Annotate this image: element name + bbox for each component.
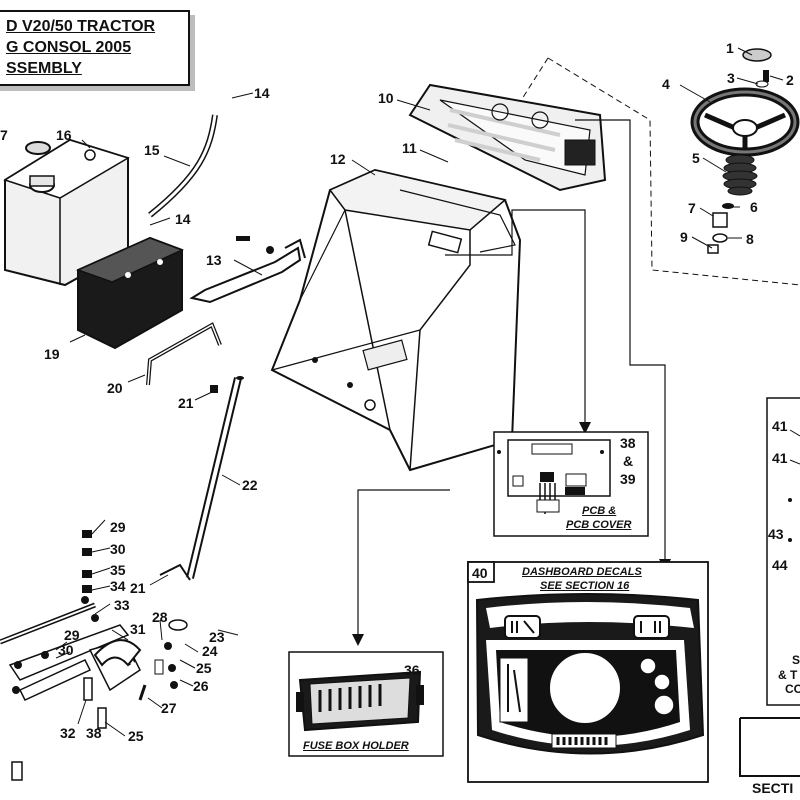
callout-11: 11 <box>402 140 417 156</box>
steering-column-part <box>186 376 244 579</box>
callout-26: 26 <box>193 678 209 694</box>
callout-22: 22 <box>242 477 258 493</box>
callout-25-right: 25 <box>196 660 212 676</box>
callout-24: 24 <box>202 643 218 659</box>
callout-41-lower: 41 <box>772 450 788 466</box>
callout-28: 28 <box>152 609 168 625</box>
callout-20: 20 <box>107 380 123 396</box>
battery-part <box>75 236 184 350</box>
pcb-caption-line-2: PCB COVER <box>566 519 632 531</box>
callout-14-top: 14 <box>254 85 270 101</box>
steering-bushing-part <box>712 212 728 228</box>
callout-23: 23 <box>209 629 225 645</box>
diagram-title-box: D V20/50 TRACTOR G CONSOL 2005 SSEMBLY <box>0 10 190 86</box>
callout-25-bottom: 25 <box>128 728 144 744</box>
right-fragment-a: S <box>792 653 800 667</box>
callout-1: 1 <box>726 40 734 56</box>
steering-washer-part <box>755 80 769 88</box>
callout-35: 35 <box>110 562 126 578</box>
callout-30-top: 30 <box>110 541 126 557</box>
decals-box-number: 40 <box>472 565 488 581</box>
callout-6: 6 <box>750 199 758 215</box>
decals-caption-line-1: DASHBOARD DECALS <box>522 566 642 578</box>
title-line-2: G CONSOL 2005 <box>6 39 132 56</box>
right-partial-detail-box <box>739 397 800 777</box>
callout-4: 4 <box>662 76 670 92</box>
steering-linkage-part <box>0 385 218 781</box>
callout-32: 32 <box>60 725 76 741</box>
steering-washer-lower-part <box>712 233 728 243</box>
steering-cap-part <box>742 48 772 62</box>
steering-wheel-part <box>690 87 800 157</box>
callout-21-upper: 21 <box>178 395 194 411</box>
pcb-number-38: 38 <box>620 435 636 451</box>
right-fragment-c: CO <box>785 682 800 696</box>
callout-10: 10 <box>378 90 394 106</box>
pcb-caption-line-1: PCB & <box>582 505 617 517</box>
callout-3: 3 <box>727 70 735 86</box>
callout-31: 31 <box>130 621 146 637</box>
pcb-ampersand: & <box>623 453 634 469</box>
steering-gear-sector-part <box>93 639 142 667</box>
callout-15: 15 <box>144 142 160 158</box>
right-fragment-b: & T <box>778 668 798 682</box>
callout-14-lower: 14 <box>175 211 191 227</box>
leader-lines <box>55 47 800 737</box>
callout-29-top: 29 <box>110 519 126 535</box>
callout-9: 9 <box>680 229 688 245</box>
fuse-box-detail-box <box>288 651 444 757</box>
title-line-1: D V20/50 TRACTOR <box>6 18 156 35</box>
callout-8: 8 <box>746 231 754 247</box>
callout-21-lower: 21 <box>130 580 146 596</box>
fuse-box-caption: FUSE BOX HOLDER <box>303 740 409 752</box>
steering-boot-part <box>722 154 758 196</box>
console-housing-part <box>270 168 522 472</box>
steering-bolt-part <box>763 70 769 82</box>
section-label-fragment: SECTI <box>752 780 794 796</box>
dashboard-cover-part <box>408 83 607 192</box>
fuel-tank-part <box>3 138 130 287</box>
callout-17: 7 <box>0 127 8 143</box>
callout-19: 19 <box>44 346 60 362</box>
callout-36: 36 <box>404 662 420 678</box>
dashboard-decals-detail-box <box>467 561 709 783</box>
callout-arrows <box>352 119 671 646</box>
callout-27: 27 <box>161 700 177 716</box>
callout-16: 16 <box>56 127 72 143</box>
callout-2: 2 <box>786 72 794 88</box>
callout-33: 33 <box>114 597 130 613</box>
callout-5: 5 <box>692 150 700 166</box>
callout-38-bottom: 38 <box>86 725 102 741</box>
callout-41-top: 41 <box>772 418 788 434</box>
callout-7: 7 <box>688 200 696 216</box>
title-line-3: SSEMBLY <box>6 60 82 77</box>
decals-caption-line-2: SEE SECTION 16 <box>540 580 630 592</box>
callout-43: 43 <box>768 526 784 542</box>
breather-hose-part <box>148 114 218 218</box>
battery-bracket-part <box>189 236 306 304</box>
pcb-number-39: 39 <box>620 471 636 487</box>
callout-34: 34 <box>110 578 126 594</box>
steering-clip-part <box>722 203 734 209</box>
steering-nut-part <box>707 244 719 254</box>
pcb-detail-box <box>493 431 649 537</box>
callout-12: 12 <box>330 151 346 167</box>
callout-13: 13 <box>206 252 222 268</box>
callout-44: 44 <box>772 557 788 573</box>
callout-30-left: 30 <box>58 642 74 658</box>
callout-29-left: 29 <box>64 627 80 643</box>
